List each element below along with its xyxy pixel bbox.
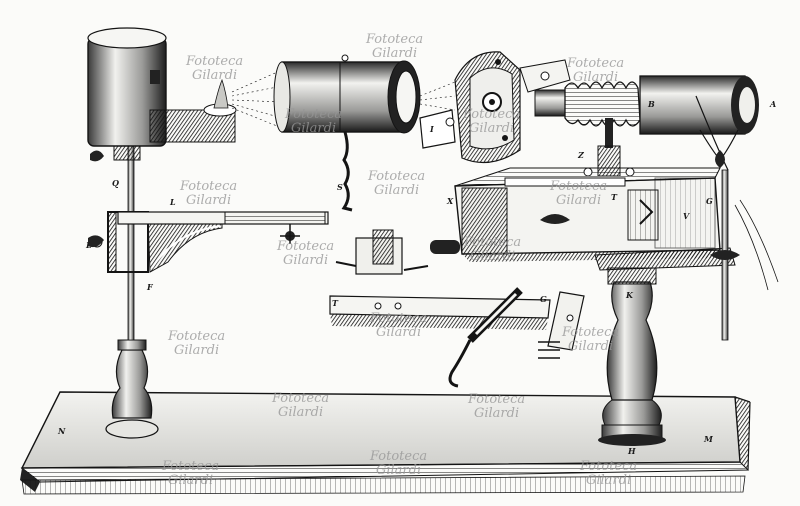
base-board — [20, 391, 751, 495]
figure-letter-z: Z — [578, 150, 584, 160]
figure-letter-i: I — [430, 124, 434, 134]
figure-letter-v: V — [683, 211, 690, 221]
figure-letter-q: Q — [112, 178, 119, 188]
figure-letter-t2: T — [611, 192, 617, 202]
figure-letter-s: S — [337, 182, 343, 192]
condenser-barrel — [273, 54, 421, 212]
figure-letter-l: L — [170, 197, 176, 207]
right-stand — [598, 95, 779, 446]
left-stand — [87, 27, 329, 439]
figure-letter-g: G — [540, 294, 547, 304]
figure-letter-h: H — [628, 446, 636, 456]
figure-letter-t: T — [332, 298, 338, 308]
microscope-tube — [419, 51, 759, 177]
figure-letter-l2: L — [86, 240, 92, 250]
figure-letter-b: B — [648, 99, 655, 109]
figure-letter-n: N — [58, 426, 66, 436]
figure-letter-a: A — [770, 99, 777, 109]
figure-letter-f: F — [147, 282, 153, 292]
specimen-stage — [430, 167, 736, 271]
figure-letter-m: M — [704, 434, 713, 444]
figure-letter-g2: G — [706, 196, 713, 206]
figure-letter-k: K — [626, 290, 633, 300]
loose-parts — [329, 229, 585, 388]
figure-letter-x: X — [447, 196, 454, 206]
